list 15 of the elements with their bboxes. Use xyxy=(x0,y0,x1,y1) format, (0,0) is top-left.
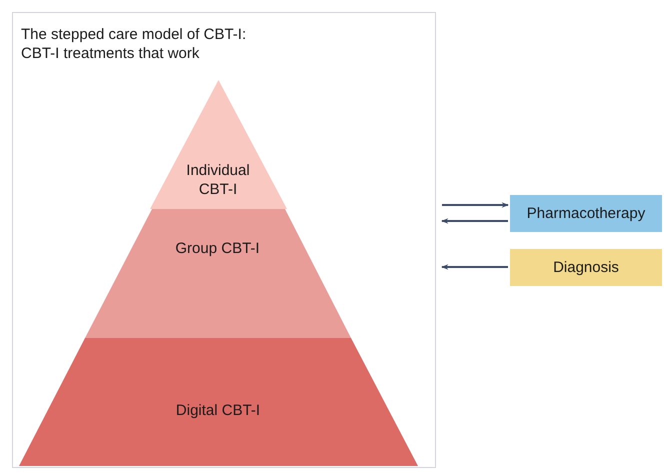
label-box xyxy=(510,249,662,286)
box-label: Pharmacotherapy xyxy=(526,205,646,222)
arrow xyxy=(442,202,509,208)
panel-frame xyxy=(12,12,436,468)
arrow xyxy=(441,218,508,224)
tier-label: Digital CBT-I xyxy=(174,400,262,420)
box-label: Diagnosis xyxy=(553,259,619,276)
pyramid-tier xyxy=(150,80,286,208)
pyramid-tier xyxy=(84,208,350,338)
tier-label: Group CBT-I xyxy=(174,238,261,258)
tier-label: Individual CBT-I xyxy=(185,160,251,198)
panel-heading: The stepped care model of CBT-I: CBT-I treatments that work xyxy=(21,25,248,63)
arrow xyxy=(441,264,508,270)
label-box xyxy=(510,195,662,232)
pyramid-tier xyxy=(18,338,418,466)
